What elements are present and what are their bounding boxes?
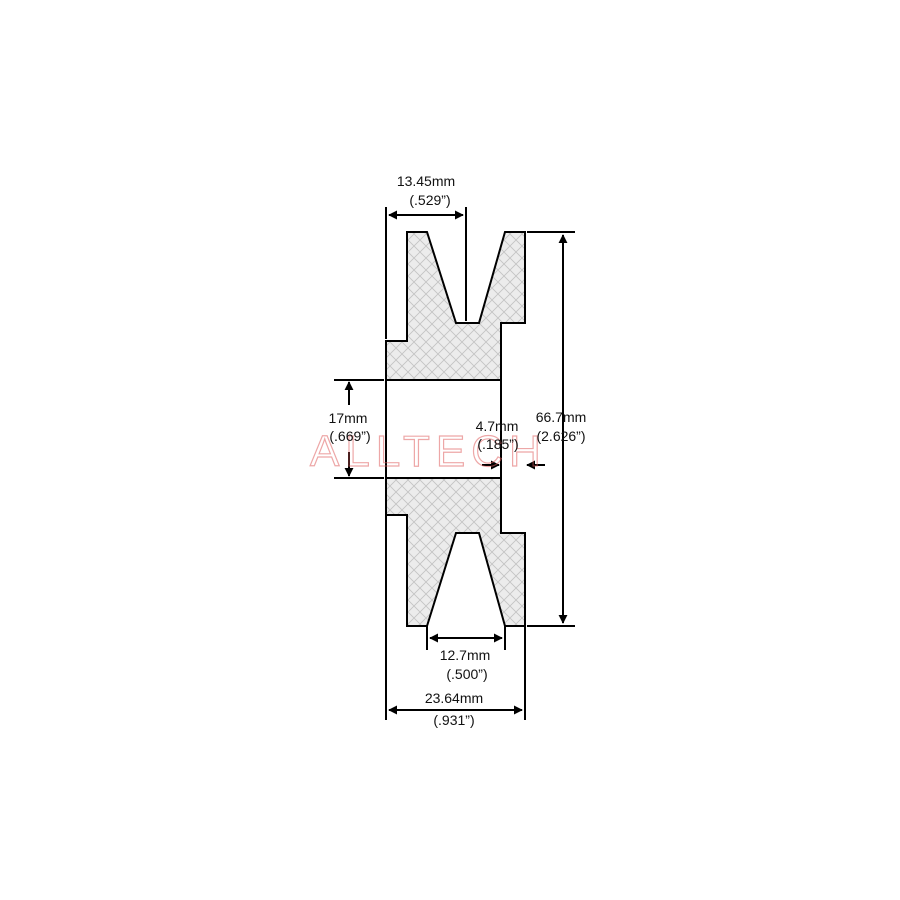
bore-inch-label: (.669”) — [329, 428, 370, 444]
groove-top-mm-label: 13.45mm — [397, 173, 455, 189]
svg-text:ALLTECH: ALLTECH — [310, 427, 547, 476]
outer-diameter-mm-label: 66.7mm — [536, 409, 587, 425]
overall-width-mm-label: 23.64mm — [425, 690, 483, 706]
bore-mm-label: 17mm — [329, 410, 368, 426]
overall-width-inch-label: (.931”) — [433, 712, 474, 728]
groove-bottom-inch-label: (.500”) — [446, 666, 487, 682]
groove-top-inch-label: (.529”) — [409, 192, 450, 208]
lower-section — [385, 477, 526, 627]
outer-diameter-inch-label: (2.626”) — [536, 428, 585, 444]
hub-step-mm-label: 4.7mm — [476, 418, 519, 434]
groove-bottom-mm-label: 12.7mm — [440, 647, 491, 663]
watermark-logo: ALLTECH — [309, 426, 547, 476]
hub-step-inch-label: (.185”) — [477, 436, 518, 452]
upper-section — [385, 231, 526, 381]
